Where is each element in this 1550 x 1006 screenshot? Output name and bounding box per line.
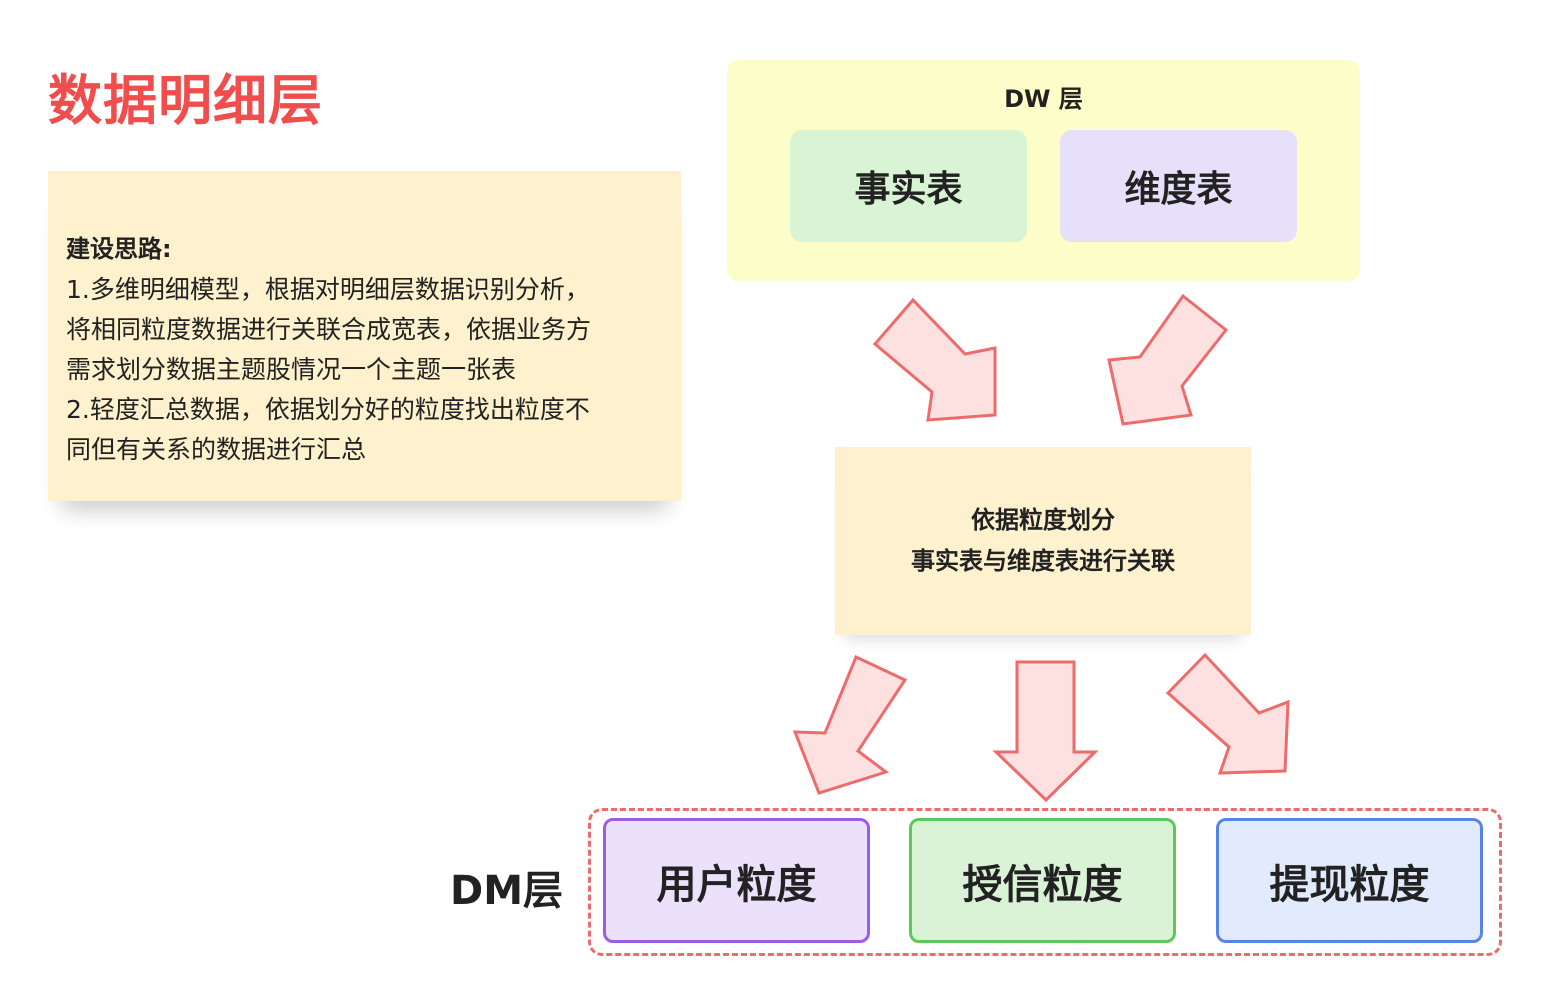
arrow-down-left-icon [792,654,908,795]
dm-layer-label: DM层 [450,868,564,914]
dw-layer-label: DW 层 [1004,85,1083,113]
note-line: 2.轻度汇总数据，依据划分好的粒度找出粒度不 [66,395,590,424]
withdrawal-granularity-box: 提现粒度 [1216,818,1483,943]
arrow-down-icon [992,660,1099,803]
note-line: 1.多维明细模型，根据对明细层数据识别分析， [66,275,590,304]
arrow-down-left-icon [1107,293,1229,426]
dm-layer-frame [588,808,1502,956]
note-line: 同但有关系的数据进行汇总 [66,435,367,464]
association-step-line: 依据粒度划分 [971,506,1115,534]
fact-table-card: 事实表 [790,130,1027,242]
dw-layer-box: DW 层 事实表 维度表 [727,60,1360,281]
note-line: 需求划分数据主题股情况一个主题一张表 [66,355,517,384]
note-line: 将相同粒度数据进行关联合成宽表，依据业务方 [66,315,592,344]
association-step-box: 依据粒度划分 事实表与维度表进行关联 [835,447,1251,635]
design-note: 建设思路: 1.多维明细模型，根据对明细层数据识别分析， 将相同粒度数据进行关联… [48,171,681,501]
arrow-down-right-icon [1165,652,1290,775]
association-step-line: 事实表与维度表进行关联 [911,547,1175,575]
note-heading: 建设思路: [66,235,172,263]
credit-granularity-box: 授信粒度 [909,818,1176,943]
arrow-down-right-icon [872,297,997,422]
dimension-table-card: 维度表 [1060,130,1297,242]
user-granularity-box: 用户粒度 [603,818,870,943]
page-title: 数据明细层 [48,69,323,132]
